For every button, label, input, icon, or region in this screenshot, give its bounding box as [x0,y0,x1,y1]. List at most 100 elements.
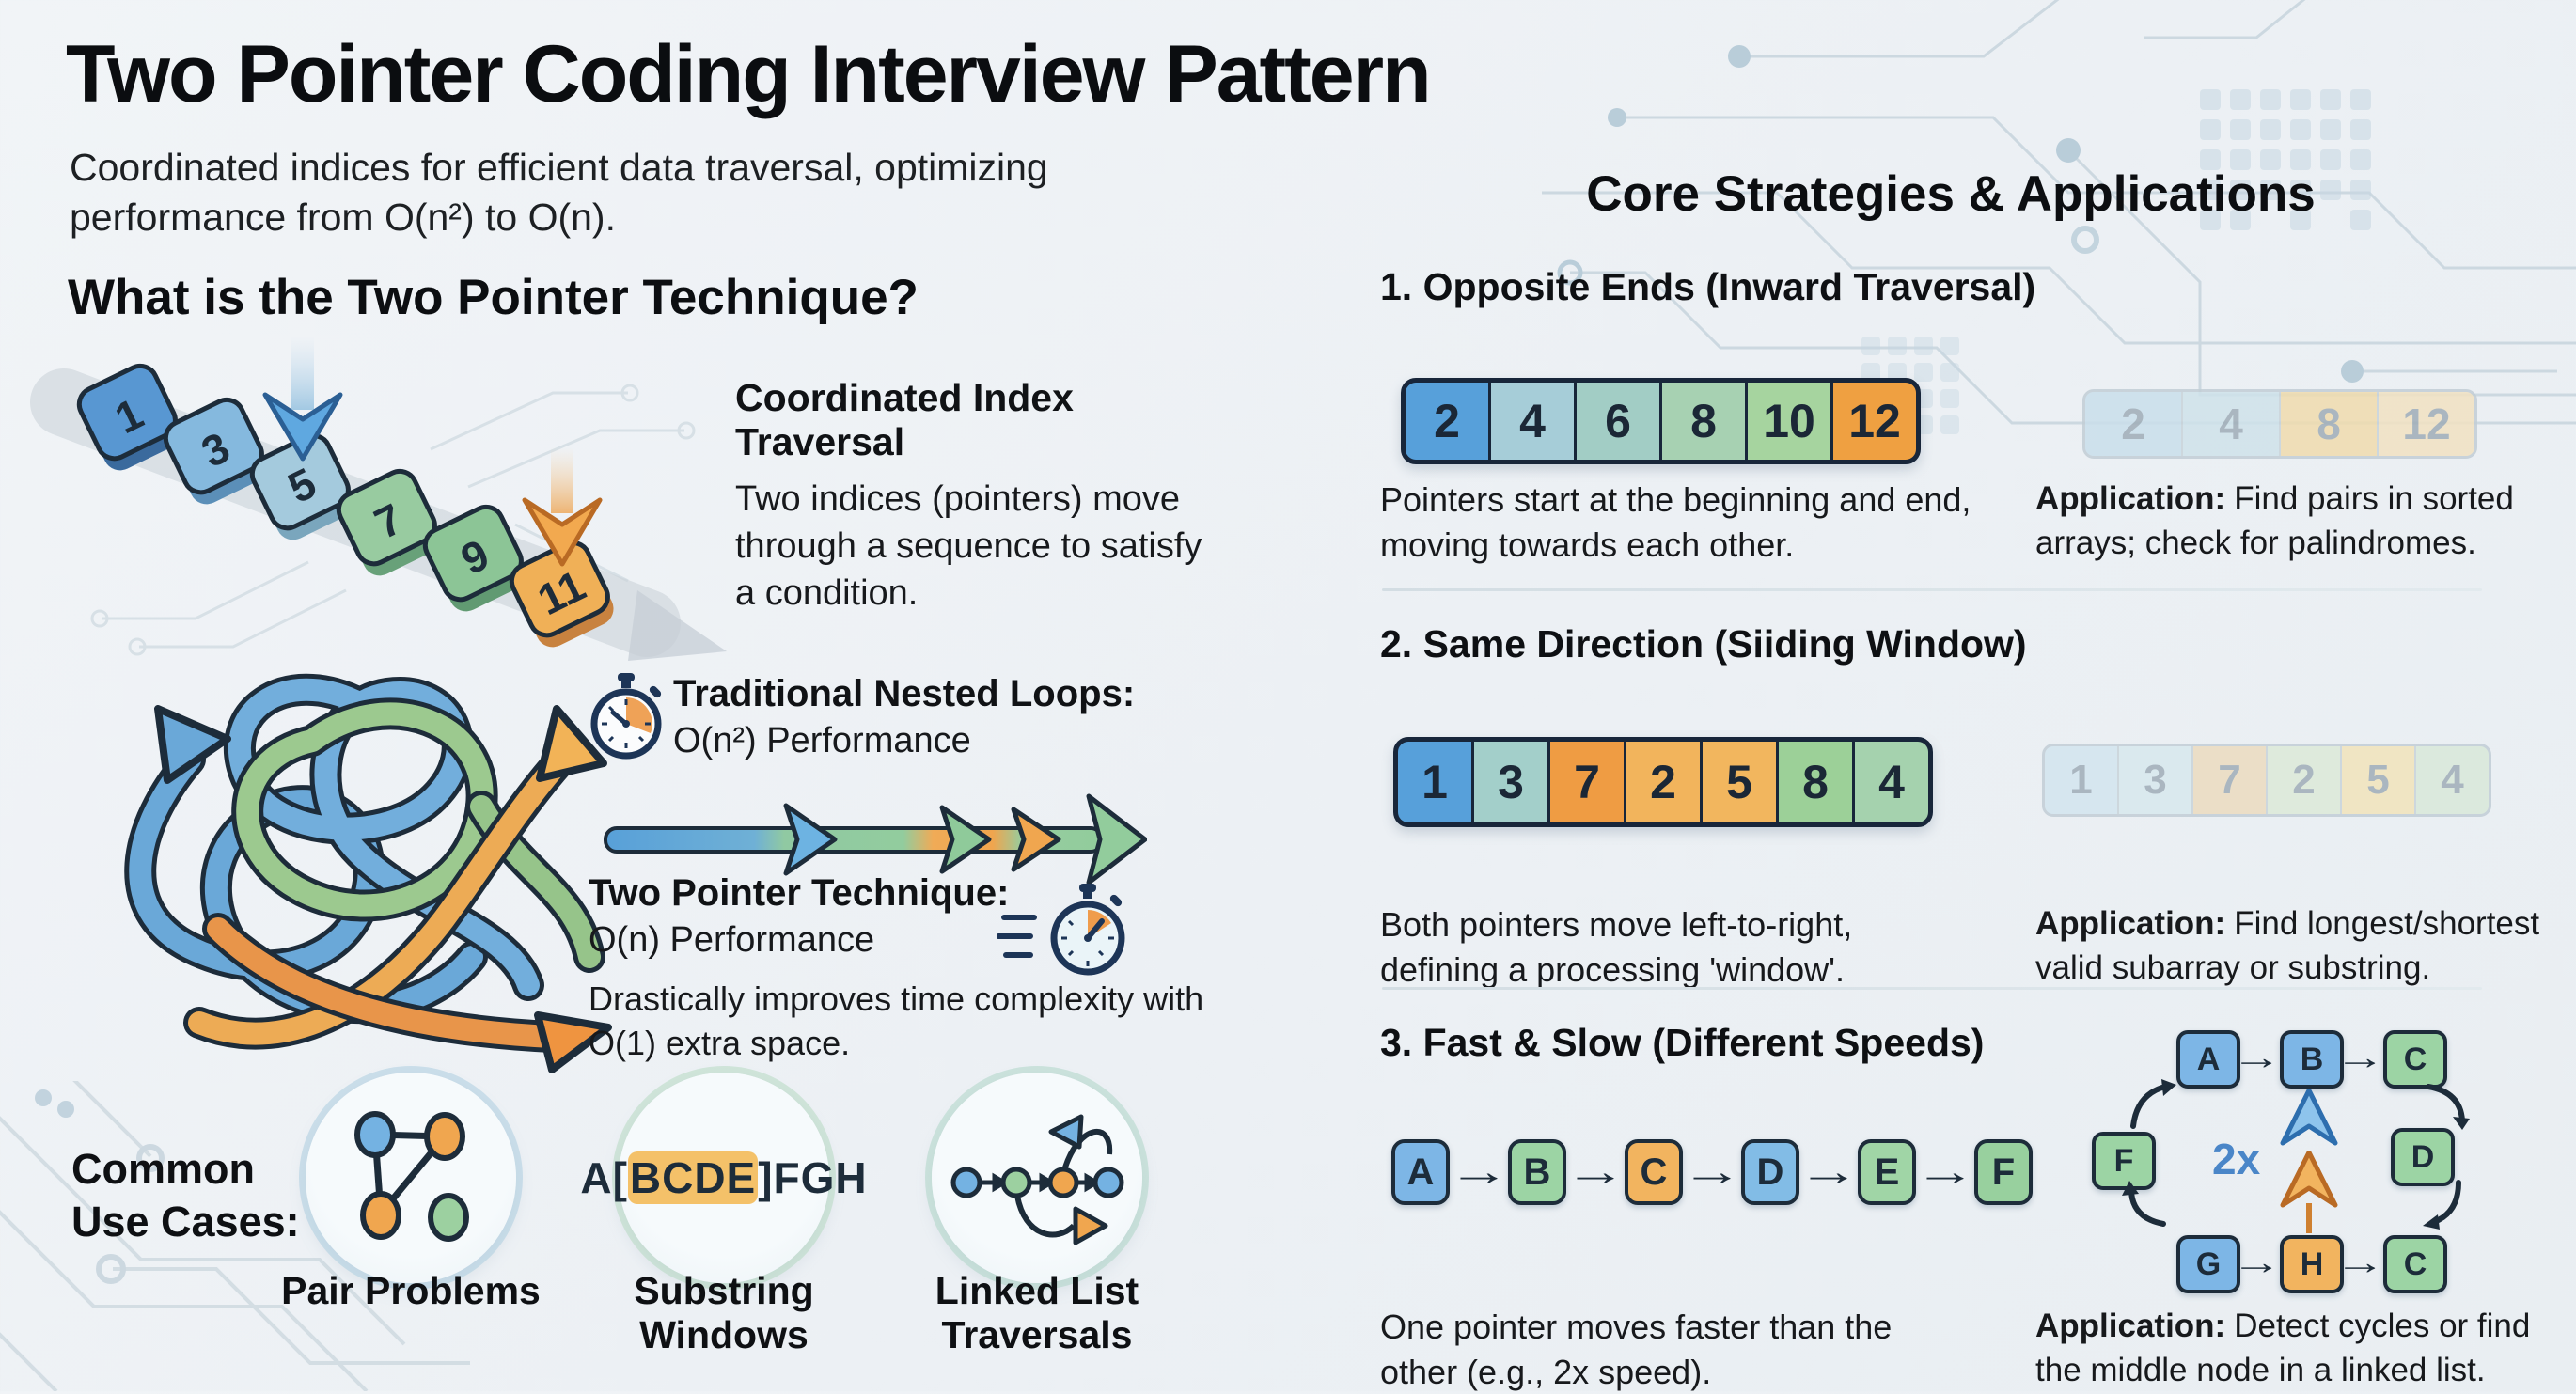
array-cell: 8 [1779,742,1852,822]
arrow-icon: → [1914,1149,1976,1195]
orange-pointer-arrow-icon [522,447,603,567]
circuit-filigree [90,384,696,656]
application-label: Application: [2035,480,2226,517]
cycle-node: A [2176,1030,2240,1089]
array-cell: 4 [2416,746,2489,814]
fast-stopwatch-icon [997,884,1125,976]
array-cell: 8 [2281,392,2377,456]
cycle-diagram: A B C F D G H C → → → → 2x [2092,1030,2470,1317]
two-pointer-note: Drastically improves time complexity wit… [589,979,1204,1062]
cycle-node: F [2092,1132,2156,1190]
number-blocks-illustration: 1 3 5 7 9 11 [30,337,727,661]
list-node: C [1625,1139,1683,1205]
array-cell: 3 [2119,746,2191,814]
fast-pointer-arrow-icon [2280,1089,2338,1146]
array-cell: 7 [1550,742,1624,822]
number-block-9: 9 [422,504,527,612]
list-node: B [1508,1139,1566,1205]
two-pointer-title: Two Pointer Technique: [589,872,1010,914]
speed-multiplier-label: 2x [2212,1135,2261,1183]
array-cell: 2 [2085,392,2181,456]
knot-blue-arrowhead [154,705,231,784]
strategy-2-application: Application:Find longest/shortest valid … [2035,905,2540,986]
stopwatch-icon [590,673,662,760]
arrow-icon: → [2334,1243,2385,1281]
curve-arrow-down-icon [2426,1084,2470,1130]
coordinated-index-block: Coordinated Index Traversal Two indices … [735,376,1248,617]
linked-list-chain: A→B→C→D→E→F [1391,1139,2033,1205]
cycle-node: C [2383,1235,2447,1293]
circuit-decoration-bottom-left [0,1081,470,1391]
knot-orange-arrowhead [534,1011,612,1073]
knot-yellow-arrowhead [536,705,607,782]
strategy-1-title: 1. Opposite Ends (Inward Traversal) [1380,265,2036,308]
array-cell: 1 [1398,742,1471,822]
two-pointer-block: Two Pointer Technique: O(n) Performance [589,872,1009,961]
number-block-11: 11 [509,540,614,648]
list-node: D [1741,1139,1799,1205]
list-node: E [1858,1139,1916,1205]
curve-arrow-up-icon [2122,1181,2166,1227]
green-arrowhead-icon [939,805,992,874]
strategy-2-description: Both pointers move left-to-right, defini… [1380,905,1853,989]
arrow-icon: → [2231,1243,2282,1281]
array-cell: 5 [1703,742,1776,822]
linked-list-traversal-icon [932,1073,1142,1283]
pair-problems-icon [306,1073,516,1283]
two-pointer-subtitle: O(n) Performance [589,920,875,960]
array-cell: 4 [1855,742,1928,822]
array-cell: 2 [1626,742,1700,822]
arrow-icon: → [2231,1038,2282,1076]
array-cell: 7 [2193,746,2266,814]
tangled-knot-illustration [124,673,612,1073]
arrow-icon: → [1564,1149,1626,1195]
cycle-node: B [2280,1030,2344,1089]
array-cell: 2 [2268,746,2340,814]
substring-windows-icon: A[BCDE]FGH [580,1073,867,1283]
cycle-node: H [2280,1235,2344,1293]
list-node: A [1391,1139,1450,1205]
array-cell: 12 [2379,392,2474,456]
use-cases-label: Common Use Cases: [71,1145,300,1246]
blue-arrowhead-icon [783,803,838,876]
nested-loops-title: Traditional Nested Loops: [673,673,1136,714]
blue-pointer-arrow-icon [262,337,343,462]
strategy-3-description: One pointer moves faster than the other … [1380,1308,1893,1391]
cycle-node: D [2391,1128,2455,1186]
strategy-2-title: 2. Same Direction (Siiding Window) [1380,622,2027,666]
number-block-3: 3 [163,397,268,505]
number-block-5: 5 [249,432,354,540]
arrow-icon: → [1681,1149,1743,1195]
substring-sample-text: A[BCDE]FGH [580,1151,868,1204]
core-strategies-heading: Core Strategies & Applications [1586,166,2316,222]
list-node: F [1974,1139,2033,1205]
coordinated-title: Coordinated Index Traversal [735,376,1074,463]
strategy-3-application: Application:Detect cycles or find the mi… [2035,1308,2531,1388]
arrow-icon: → [2334,1038,2385,1076]
arrow-icon: → [1798,1149,1860,1195]
curve-arrow-down-left-icon [2423,1180,2461,1230]
page-subtitle: Coordinated indices for efficient data t… [70,146,1048,240]
cycle-node: C [2383,1030,2447,1089]
array-cell: 8 [1662,383,1745,460]
nested-loops-subtitle: O(n²) Performance [673,721,971,760]
curve-arrow-up-right-icon [2130,1079,2176,1129]
slow-pointer-arrow-icon [2280,1151,2338,1233]
array-cell: 4 [1491,383,1574,460]
section-divider [1382,588,2482,591]
application-label: Application: [2035,1308,2226,1344]
coordinated-body: Two indices (pointers) move through a se… [735,479,1202,614]
two-pointer-progress-arrow [604,793,1147,885]
array-cell: 2 [1406,383,1488,460]
arrow-icon: → [1448,1149,1510,1195]
nested-loops-block: Traditional Nested Loops: O(n²) Performa… [673,673,1135,761]
array-cell: 4 [2183,392,2279,456]
array-cell: 12 [1833,383,1916,460]
number-block-7: 7 [336,468,441,576]
window-highlight: BCDE [627,1151,759,1204]
section-heading-what-is: What is the Two Pointer Technique? [68,270,919,325]
